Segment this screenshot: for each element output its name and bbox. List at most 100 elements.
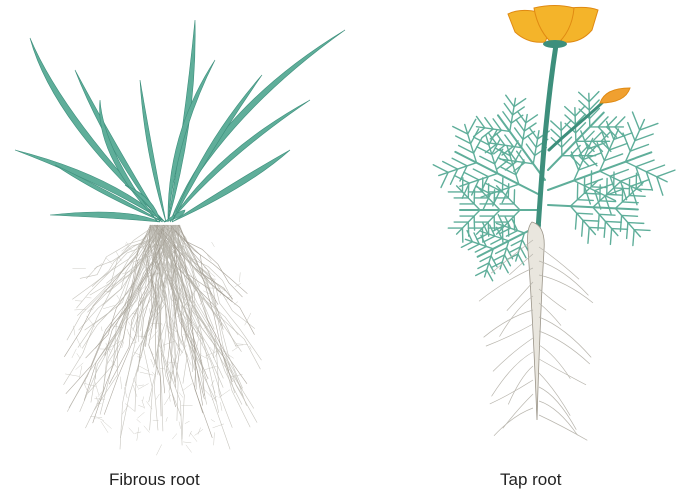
- poppy-leaf-segment: [520, 247, 526, 258]
- poppy-leaf-segment: [474, 138, 482, 153]
- poppy-leaf-segment: [591, 187, 607, 188]
- lateral-rootlet: [494, 408, 533, 436]
- poppy-leaf-segment: [646, 165, 664, 172]
- poppy-leaf-segment: [607, 117, 617, 127]
- main-tap-root: [528, 222, 545, 420]
- lateral-rootlet: [539, 275, 593, 303]
- poppy-leaf-segment: [627, 223, 628, 239]
- fibrous-rootlet: [133, 385, 137, 397]
- poppy-leaf-segment: [551, 121, 561, 131]
- poppy-leaf-segment: [600, 201, 616, 202]
- poppy-leaf-segment: [593, 131, 603, 141]
- fibrous-rootlet: [235, 283, 241, 287]
- fibrous-root-system: [64, 225, 262, 455]
- fibrous-rootlet: [235, 345, 243, 346]
- lateral-rootlet: [484, 310, 533, 337]
- fibrous-rootlet: [65, 374, 79, 376]
- poppy-leaf-segment: [579, 92, 589, 102]
- poppy-leaf-segment: [610, 229, 611, 245]
- poppy-leaf-segment: [484, 236, 495, 242]
- lateral-rootlet: [507, 282, 533, 311]
- fibrous-rootlet: [122, 406, 128, 415]
- poppy-leaf-segment: [452, 158, 467, 166]
- poppy-leaf-segment: [577, 213, 593, 214]
- tap-root-plant: [433, 6, 675, 441]
- poppy-leaf-segment: [605, 221, 621, 222]
- lateral-rootlet: [493, 338, 533, 371]
- poppy-leaf-segment: [629, 195, 645, 196]
- poppy-leaf-segment: [491, 256, 497, 267]
- poppy-leaf-segment: [517, 111, 525, 122]
- fibrous-rootlet: [138, 405, 144, 407]
- fibrous-rootlet: [185, 421, 190, 424]
- fibrous-rootlet: [102, 421, 111, 429]
- poppy-leaf-segment: [515, 128, 523, 139]
- fibrous-rootlet: [95, 399, 105, 400]
- poppy-leaf-segment: [636, 189, 652, 190]
- fibrous-rootlet: [203, 291, 214, 296]
- poppy-leaf-segment: [628, 223, 644, 224]
- fibrous-rootlet: [182, 383, 192, 390]
- fibrous-rootlet: [212, 386, 215, 393]
- poppy-leaf-segment: [584, 141, 594, 151]
- fibrous-rootlet: [172, 434, 177, 440]
- receptacle: [543, 40, 567, 48]
- poppy-leaf-segment: [597, 143, 604, 161]
- poppy-leaf-segment: [615, 117, 625, 127]
- fibrous-rootlet: [86, 316, 94, 327]
- fibrous-rootlet: [211, 380, 214, 386]
- fibrous-rootlet: [137, 427, 139, 440]
- poppy-leaf-segment: [551, 129, 561, 139]
- poppy-leaf-segment: [433, 165, 448, 173]
- poppy-leaf-segment: [570, 156, 580, 166]
- poppy-leaf-segment: [582, 220, 583, 236]
- lateral-rootlet: [508, 366, 533, 404]
- poppy-leaf-segment: [636, 160, 654, 167]
- flower-bud: [600, 88, 630, 103]
- poppy-leaf-segment: [575, 213, 576, 229]
- fibrous-rootlet: [166, 417, 168, 422]
- poppy-leaf-segment: [464, 172, 479, 180]
- poppy-leaf-segment: [528, 136, 536, 147]
- fibrous-rootlet: [96, 396, 98, 402]
- poppy-leaf-segment: [473, 169, 488, 177]
- fibrous-rootlet: [156, 445, 161, 456]
- poppy-leaf-segment: [599, 214, 615, 215]
- fibrous-rootlet: [214, 432, 215, 445]
- fibrous-rootlet: [76, 363, 84, 370]
- poppy-leaf-segment: [612, 229, 628, 230]
- poppy-leaf-segment: [589, 92, 599, 102]
- poppy-leaf-segment: [583, 220, 599, 221]
- grass-leaves: [15, 20, 345, 222]
- fibrous-root-strand: [94, 225, 153, 410]
- fibrous-rootlet: [134, 352, 143, 356]
- fibrous-rootlet: [120, 377, 121, 389]
- fibrous-rootlet: [84, 384, 87, 391]
- poppy-leaf-segment: [491, 239, 502, 245]
- poppy-leaf-segment: [570, 146, 580, 156]
- poppy-leaf-segment: [565, 115, 575, 125]
- fibrous-rootlet: [127, 329, 130, 338]
- poppy-leaf-segment: [561, 120, 571, 130]
- fibrous-rootlet: [245, 313, 251, 325]
- poppy-leaf-segment: [633, 230, 634, 246]
- poppy-leaf-segment: [588, 227, 589, 243]
- poppy-leaf-segment: [657, 170, 675, 177]
- poppy-leaf-segment: [475, 246, 486, 252]
- fibrous-rootlet: [140, 372, 153, 375]
- tap-root-system: [479, 222, 593, 440]
- poppy-leaf-segment: [614, 188, 630, 189]
- fibrous-rootlet: [137, 412, 144, 418]
- fibrous-rootlet: [143, 397, 144, 401]
- poppy-leaf-segment: [610, 170, 628, 177]
- fibrous-rootlet: [179, 393, 183, 398]
- poppy-leaf-segment: [622, 215, 638, 216]
- poppy-leaf-segment: [575, 106, 585, 116]
- poppy-leaf-segment: [468, 119, 476, 134]
- lateral-rootlet: [539, 317, 591, 357]
- poppy-leaf-segment: [632, 112, 639, 130]
- poppy-leaf-segment: [589, 227, 605, 228]
- fibrous-rootlet: [149, 347, 153, 355]
- poppy-leaf-segment: [587, 156, 597, 166]
